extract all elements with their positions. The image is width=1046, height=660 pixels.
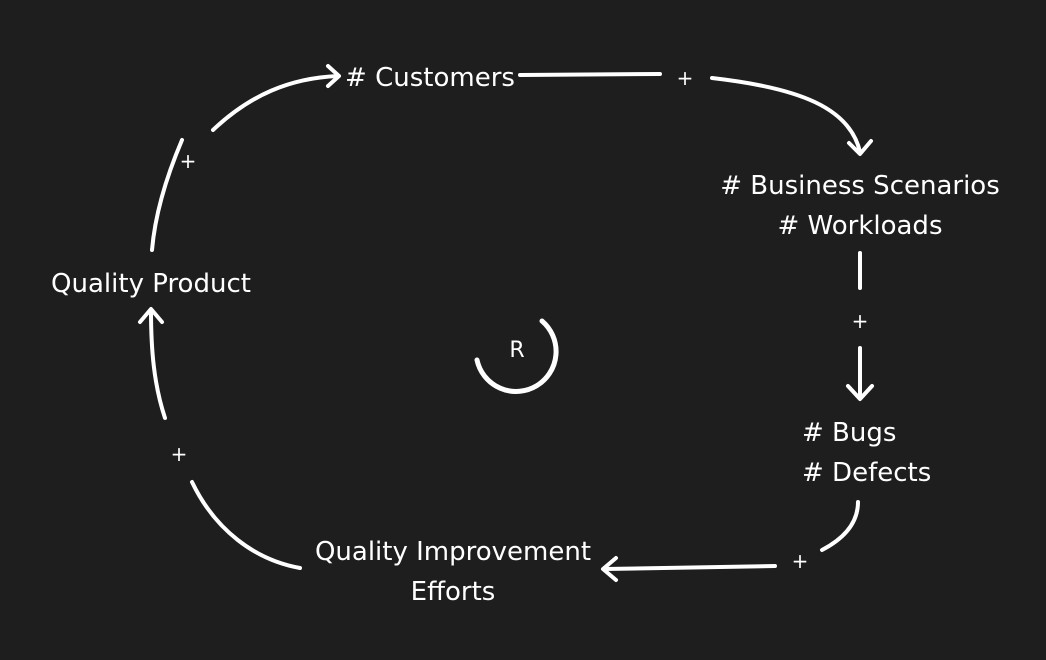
node-improvement-line-1: Quality Improvement xyxy=(314,537,592,567)
arrow-product-to-customers xyxy=(150,138,184,252)
arrow-customers-to-scenarios xyxy=(518,72,662,77)
node-product-line-1: Quality Product xyxy=(51,269,251,299)
polarity-scenarios-bugs: + xyxy=(851,309,869,333)
arrow-product-to-customers-upper xyxy=(211,74,340,132)
node-quality-product: Quality Product xyxy=(30,264,272,304)
node-customers: # Customers xyxy=(340,58,520,98)
arrowhead-customers xyxy=(326,64,341,88)
polarity-bugs-improvement: + xyxy=(791,549,809,573)
arrow-customers-to-scenarios-right xyxy=(710,76,862,154)
node-improvement-line-2: Efforts xyxy=(410,577,496,607)
arrow-bugs-to-improvement-lower xyxy=(603,564,777,571)
node-scenarios-line-2: # Workloads xyxy=(777,211,943,241)
polarity-customers-scenarios: + xyxy=(676,66,694,90)
polarity-improvement-product: + xyxy=(170,442,188,466)
arrow-improvement-to-product-upper xyxy=(149,309,167,420)
node-bugs-line-2: # Defects xyxy=(802,458,932,488)
arrowhead-product xyxy=(138,307,164,324)
arrowhead-improvement xyxy=(601,556,618,582)
arrow-improvement-to-product xyxy=(190,480,302,570)
node-bugs-line-1: # Bugs xyxy=(802,418,897,448)
node-scenarios-line-1: # Business Scenarios xyxy=(720,171,1000,201)
arrow-bugs-to-improvement xyxy=(820,500,860,552)
loop-type-label: R xyxy=(509,338,525,363)
arrowhead-bugs xyxy=(846,384,874,401)
node-quality-improvement: Quality Improvement Efforts xyxy=(298,532,608,612)
polarity-product-customers: + xyxy=(179,149,197,173)
node-business-scenarios: # Business Scenarios # Workloads xyxy=(710,166,1010,246)
reinforcing-loop-icon xyxy=(474,318,559,394)
node-bugs: # Bugs # Defects xyxy=(770,413,950,493)
arrowhead-scenarios xyxy=(847,139,873,156)
node-customers-line-1: # Customers xyxy=(345,63,515,93)
